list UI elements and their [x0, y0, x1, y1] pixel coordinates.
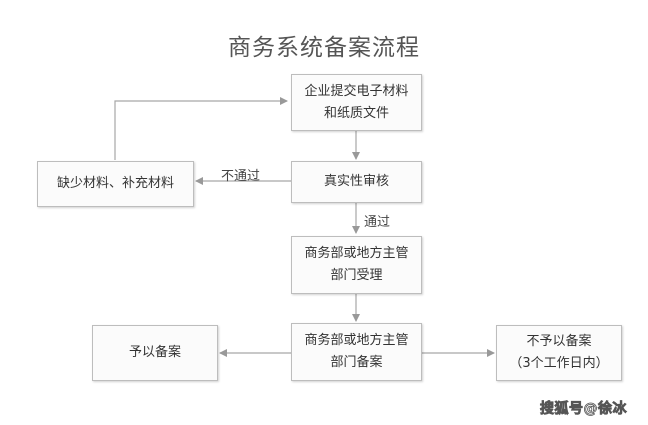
edge-missing-submit [114, 97, 288, 160]
node-grant-record: 予以备案 [92, 325, 218, 381]
node-reject-record: 不予以备案 （3个工作日内） [496, 325, 622, 381]
node-reject-line1: 不予以备案 [526, 334, 592, 349]
node-authenticity-review: 真实性审核 [291, 161, 422, 203]
node-department-acceptance: 商务部或地方主管部门受理 [291, 236, 422, 294]
node-submit-line1: 企业提交电子材料 [304, 83, 409, 99]
node-accept-line2: 部门受理 [330, 268, 383, 283]
edge-label-pass: 通过 [364, 215, 391, 230]
node-grant-label: 予以备案 [128, 345, 181, 360]
edge-label-fail: 不通过 [221, 169, 261, 184]
node-record-line1: 商务部或地方主管 [304, 333, 409, 348]
node-reject-line2: （3个工作日内） [509, 356, 609, 371]
node-submit-line2: 和纸质文件 [323, 105, 389, 121]
node-record-line2: 部门备案 [330, 355, 383, 370]
node-missing-materials: 缺少材料、补充材料 [37, 161, 194, 207]
node-verify-label: 真实性审核 [323, 174, 389, 189]
watermark: 搜狐号@徐冰 [540, 401, 627, 418]
node-accept-line1: 商务部或地方主管 [304, 246, 409, 261]
node-submit-materials: 企业提交电子材料和纸质文件 [291, 74, 422, 131]
node-missing-label: 缺少材料、补充材料 [56, 176, 174, 191]
diagram-title: 商务系统备案流程 [228, 35, 420, 61]
node-department-record: 商务部或地方主管部门备案 [291, 323, 422, 381]
